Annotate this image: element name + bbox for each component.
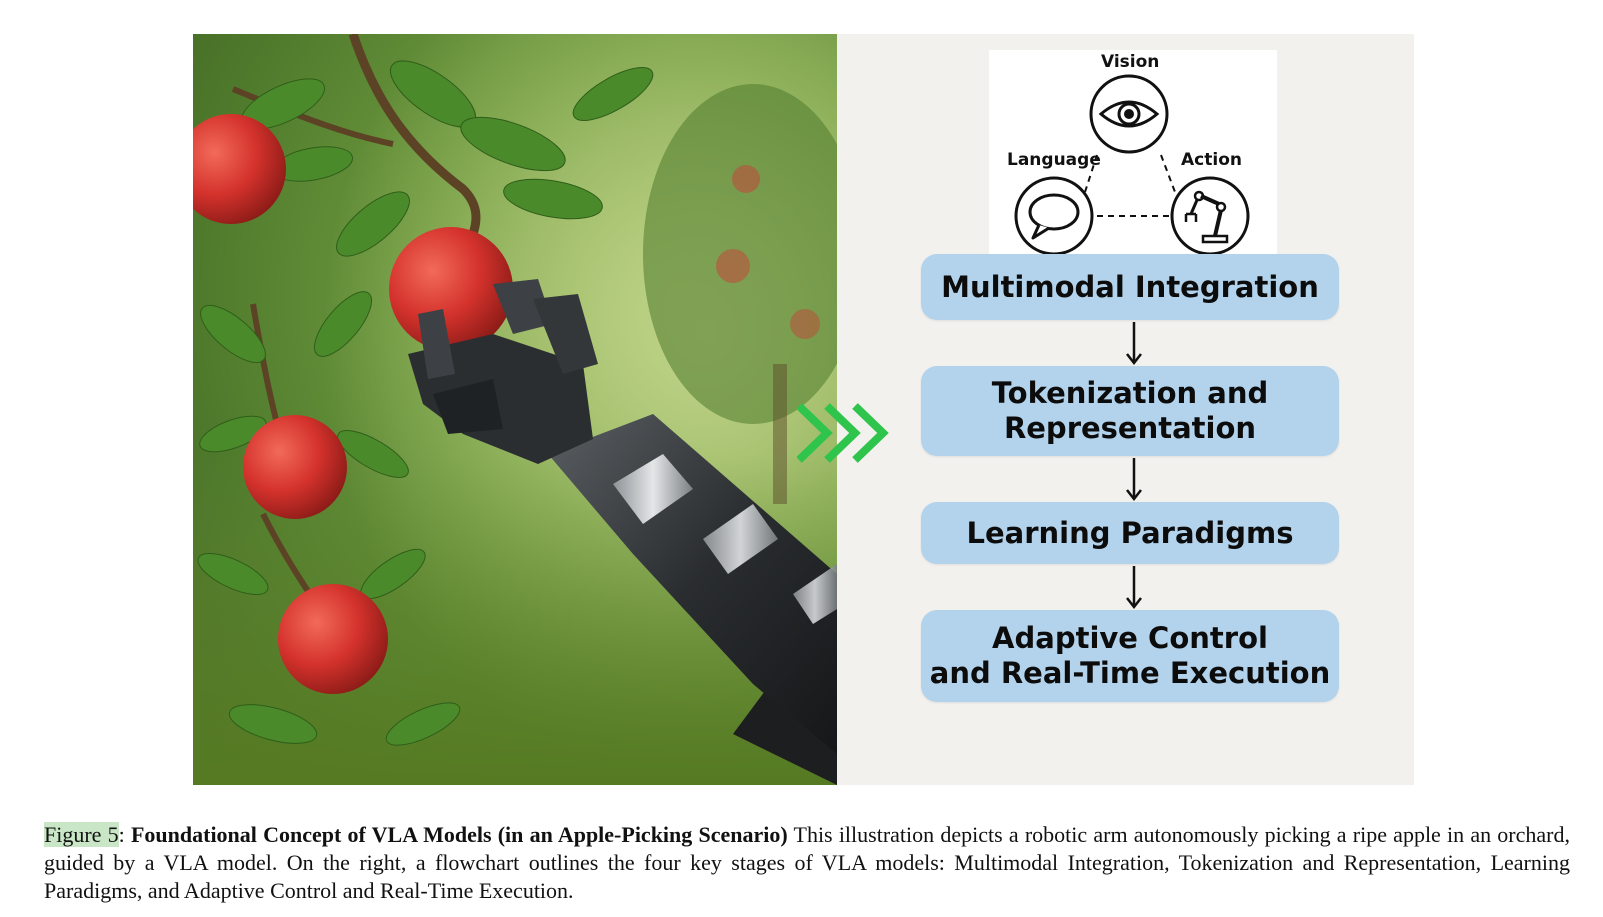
apple	[193, 114, 286, 224]
apple	[389, 227, 513, 351]
stage-label: Multimodal Integration	[941, 269, 1319, 304]
stage-label: Tokenization and Representation	[991, 376, 1269, 445]
figure-label: Figure 5	[44, 822, 119, 847]
down-arrow-icon	[1126, 566, 1142, 610]
down-arrow-icon	[1126, 458, 1142, 502]
language-label: Language	[1007, 150, 1101, 170]
apple	[243, 415, 347, 519]
figure-caption: Figure 5: Foundational Concept of VLA Mo…	[44, 821, 1570, 905]
stage-adaptive-control: Adaptive Control and Real-Time Execution	[921, 610, 1339, 702]
eye-icon	[1089, 74, 1169, 154]
robotic-arm	[408, 279, 837, 785]
down-arrow-icon	[1126, 322, 1142, 366]
caption-separator: :	[118, 822, 131, 847]
speech-bubble-icon	[1014, 176, 1094, 256]
apple-picking-illustration	[193, 34, 837, 785]
caption-title: Foundational Concept of VLA Models (in a…	[130, 822, 788, 847]
caption-body: This illustration depicts a robotic arm …	[44, 822, 1570, 903]
triad-connectors	[1014, 74, 1250, 256]
stage-label: Learning Paradigms	[966, 515, 1294, 550]
apple-picking-photo	[193, 34, 837, 785]
stage-multimodal-integration: Multimodal Integration	[921, 254, 1339, 320]
flowchart-panel: Vision Language Action	[837, 34, 1414, 785]
figure: Vision Language Action	[193, 34, 1414, 785]
vla-triad-diagram: Vision Language Action	[989, 50, 1277, 260]
robot-arm-icon	[1170, 176, 1250, 256]
stage-learning-paradigms: Learning Paradigms	[921, 502, 1339, 564]
action-label: Action	[1181, 150, 1242, 170]
stage-tokenization-representation: Tokenization and Representation	[921, 366, 1339, 456]
apple	[278, 584, 388, 694]
stage-label: Adaptive Control and Real-Time Execution	[929, 621, 1331, 690]
vision-label: Vision	[1101, 52, 1160, 72]
double-chevron-right-icon	[797, 403, 889, 463]
